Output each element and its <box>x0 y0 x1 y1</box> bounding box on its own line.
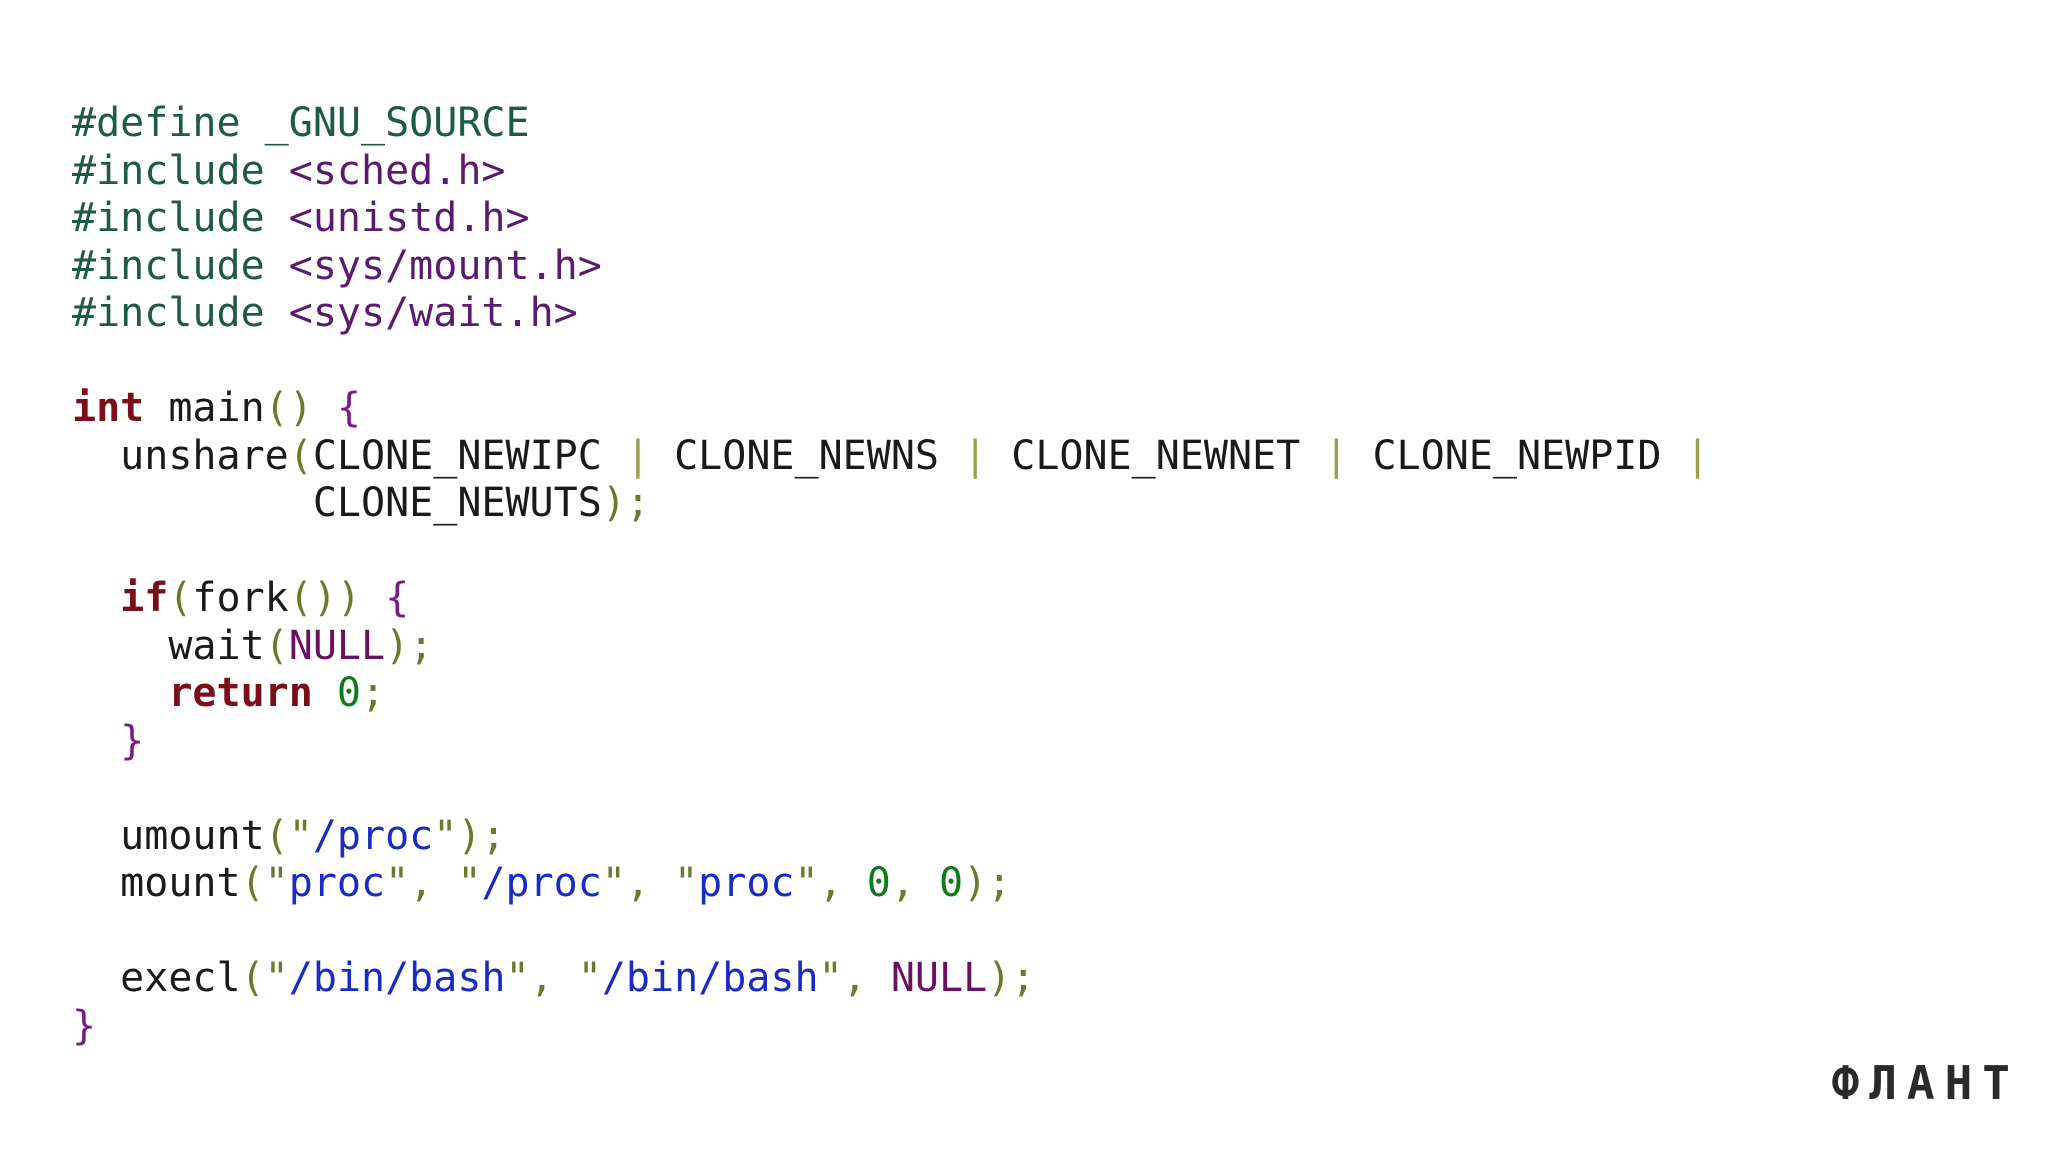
code-token: fork <box>192 575 289 621</box>
code-token: ); <box>963 860 1012 906</box>
code-token: proc <box>288 860 386 906</box>
code-block: #define _GNU_SOURCE#include <sched.h>#in… <box>72 100 1710 1050</box>
code-token: ( <box>240 860 265 906</box>
code-token: { <box>361 575 410 621</box>
code-token: umount <box>72 812 265 859</box>
code-token: 0 <box>866 860 891 906</box>
code-token: <sys/mount.h> <box>288 242 602 289</box>
code-token: main <box>144 385 265 431</box>
code-line <box>72 908 1710 956</box>
code-line: #include <unistd.h> <box>72 195 1710 243</box>
code-line: } <box>72 1003 1710 1051</box>
code-token: NULL <box>890 955 988 1001</box>
code-line: wait(NULL); <box>72 623 1710 671</box>
code-token: <sys/wait.h> <box>288 290 578 336</box>
code-token: ( <box>264 812 289 859</box>
code-token: | <box>1661 432 1710 479</box>
code-line <box>72 528 1710 576</box>
code-token: /bin/bash <box>601 955 819 1001</box>
code-token: ( <box>264 622 289 669</box>
code-token: 0 <box>939 860 964 906</box>
code-line <box>72 765 1710 813</box>
code-token: ); <box>601 480 650 526</box>
code-token: ; <box>361 670 386 716</box>
code-token: #include <box>72 242 289 289</box>
code-token: CLONE_NEWPID <box>1372 432 1662 479</box>
code-line: if(fork()) { <box>72 575 1710 623</box>
code-token: /proc <box>312 812 434 859</box>
code-token: int <box>72 385 145 431</box>
code-token: | <box>938 432 1012 479</box>
code-token: mount <box>72 860 241 906</box>
code-token: ( <box>240 955 265 1001</box>
code-token: CLONE_NEWNET <box>1011 432 1301 479</box>
code-token: " <box>433 812 458 859</box>
code-token: wait <box>72 622 265 669</box>
code-line: int main() { <box>72 385 1710 433</box>
code-token: /bin/bash <box>288 955 506 1001</box>
code-token: execl <box>72 955 241 1001</box>
code-line: umount("/proc"); <box>72 813 1710 861</box>
code-line: mount("proc", "/proc", "proc", 0, 0); <box>72 860 1710 908</box>
code-token: <unistd.h> <box>288 195 530 241</box>
code-token: ( <box>288 432 313 479</box>
code-token: ); <box>385 622 434 669</box>
code-token: | <box>601 432 675 479</box>
code-token: } <box>72 717 145 764</box>
code-token: CLONE_NEWIPC <box>312 432 602 479</box>
code-token: " <box>288 812 313 859</box>
code-token: <sched.h> <box>288 147 506 194</box>
code-token: ); <box>987 955 1036 1001</box>
code-token: ( <box>168 575 193 621</box>
code-token: ()) <box>288 575 361 621</box>
brand-logo: ФЛАНТ <box>1831 1056 2020 1110</box>
code-token: CLONE_NEWNS <box>674 432 939 479</box>
code-token: unshare <box>72 432 289 479</box>
code-line: #include <sys/mount.h> <box>72 243 1710 291</box>
code-line: execl("/bin/bash", "/bin/bash", NULL); <box>72 955 1710 1003</box>
code-token: proc <box>698 860 795 906</box>
code-token: #include <box>72 147 289 194</box>
code-token: ", <box>794 860 867 906</box>
code-token: " <box>264 860 289 906</box>
code-token: if <box>72 575 169 621</box>
code-token: () <box>264 385 313 431</box>
code-line: } <box>72 718 1710 766</box>
code-token: } <box>72 1002 97 1049</box>
code-token: ", " <box>601 860 699 906</box>
code-token: CLONE_NEWUTS <box>72 480 602 526</box>
code-line: CLONE_NEWUTS); <box>72 480 1710 528</box>
code-token: #include <box>72 195 289 241</box>
code-token: { <box>312 385 362 431</box>
code-token: " <box>264 955 289 1001</box>
code-token: ", <box>818 955 891 1001</box>
code-token: #include <box>72 290 289 336</box>
code-token: | <box>1300 432 1373 479</box>
code-line: #include <sys/wait.h> <box>72 290 1710 338</box>
code-token: 0 <box>312 670 361 716</box>
code-token: ", " <box>385 860 482 906</box>
code-line <box>72 338 1710 386</box>
code-token: #define _GNU_SOURCE <box>72 100 530 146</box>
code-token: , <box>890 860 940 906</box>
code-token: /proc <box>481 860 602 906</box>
code-line: #include <sched.h> <box>72 148 1710 196</box>
code-token: ); <box>457 812 506 859</box>
code-token: return <box>72 670 313 716</box>
code-line: unshare(CLONE_NEWIPC | CLONE_NEWNS | CLO… <box>72 432 1710 481</box>
code-line: return 0; <box>72 670 1710 718</box>
code-token: ", " <box>505 955 602 1001</box>
code-line: #define _GNU_SOURCE <box>72 100 1710 148</box>
code-token: NULL <box>288 622 386 669</box>
